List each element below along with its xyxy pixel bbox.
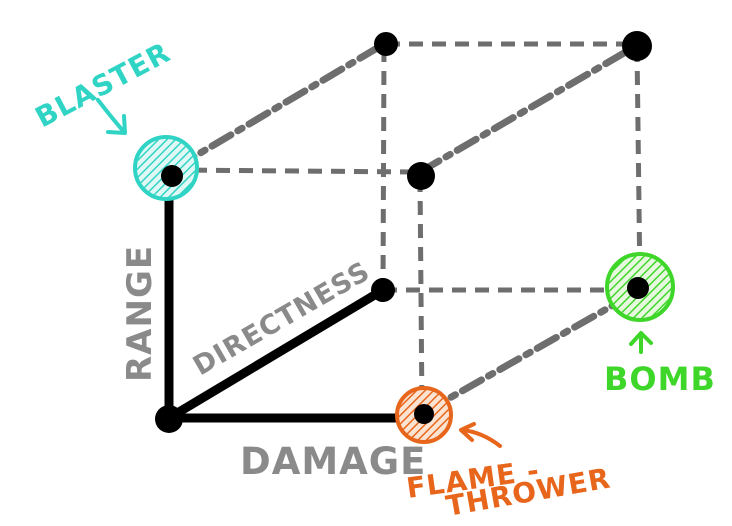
axis-directness [164, 285, 388, 423]
weapon-label-blaster: BLASTER [30, 36, 176, 135]
weapon-node-flamethrower [395, 386, 453, 444]
weapon-node-blaster [133, 135, 199, 201]
axis-label-directness: DIRECTNESS [188, 256, 376, 382]
edge-top-left-diagonal [171, 40, 388, 172]
edge-front-top [169, 167, 421, 175]
cube-axes [164, 171, 425, 423]
blaster-arrow-icon [96, 98, 127, 135]
cube-dashdot-edges [171, 40, 644, 416]
edge-bottom-right-diagonal [421, 286, 644, 416]
vertex-back-top-right [622, 31, 652, 61]
edge-back-left-vertical [380, 47, 387, 289]
cube-vertices [155, 31, 652, 433]
axis-label-damage: DAMAGE [240, 440, 426, 483]
edge-back-right-vertical [634, 47, 643, 287]
flamethrower-arrow-icon [459, 422, 502, 448]
edge-top-right-diagonal [416, 42, 640, 176]
edge-front-right-vertical [417, 177, 425, 413]
axis-label-range: RANGE [120, 245, 160, 382]
vertex-back-bottom-left [371, 278, 395, 302]
vertex-front-top-right [407, 162, 435, 190]
vertex-back-top-left [374, 32, 398, 56]
bomb-arrow-icon [629, 331, 653, 354]
weapon-label-bomb: BOMB [604, 360, 716, 398]
cube-dashed-edges [169, 41, 643, 413]
vertex-origin [155, 405, 183, 433]
weapon-node-bomb [605, 252, 675, 322]
